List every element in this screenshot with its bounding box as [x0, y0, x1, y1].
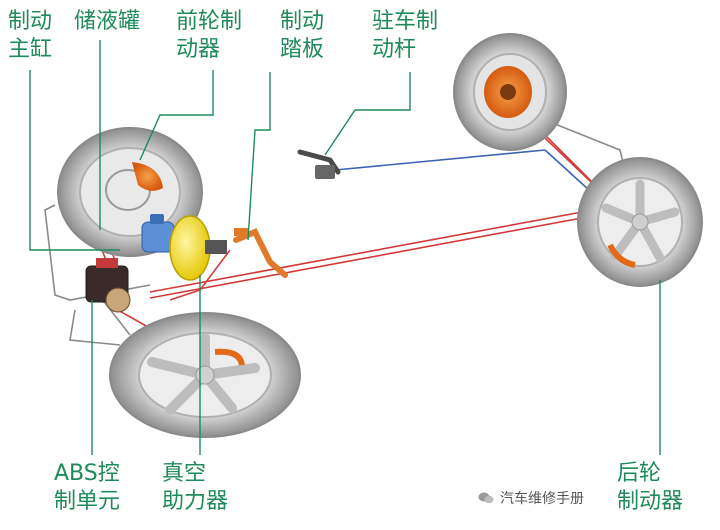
label-reservoir: 储液罐	[74, 9, 141, 34]
abs-unit-illustration	[85, 258, 131, 313]
leader-front-brake	[139, 70, 214, 161]
label-rear-brake: 后轮 制动器	[617, 461, 684, 514]
vacuum-booster-illustration	[169, 215, 227, 281]
reservoir-illustration	[141, 214, 175, 253]
front-brake-caliper	[132, 162, 163, 191]
leader-brake-pedal	[247, 72, 271, 241]
front-right-wheel	[109, 312, 301, 438]
brake-pedal-illustration	[233, 228, 288, 278]
label-vacuum-booster: 真空 助力器	[162, 461, 229, 514]
watermark: 汽车维修手册	[478, 488, 584, 508]
label-master-cylinder: 制动 主缸	[8, 9, 53, 62]
rear-brake-caliper	[607, 243, 636, 268]
leader-master-cylinder	[29, 70, 120, 251]
leader-lines	[29, 40, 661, 455]
watermark-text: 汽车维修手册	[500, 491, 584, 507]
label-brake-pedal: 制动 踏板	[280, 9, 325, 62]
parking-lever-illustration	[297, 149, 341, 179]
leader-parking-lever	[324, 72, 411, 156]
rear-right-wheel	[577, 157, 703, 287]
label-parking-lever: 驻车制 动杆	[372, 9, 439, 62]
parking-cable	[334, 149, 601, 201]
wechat-icon	[478, 492, 494, 504]
label-abs-unit: ABS控 制单元	[54, 461, 121, 514]
label-front-brake: 前轮制 动器	[176, 9, 243, 62]
rear-top-wheel	[453, 33, 567, 151]
